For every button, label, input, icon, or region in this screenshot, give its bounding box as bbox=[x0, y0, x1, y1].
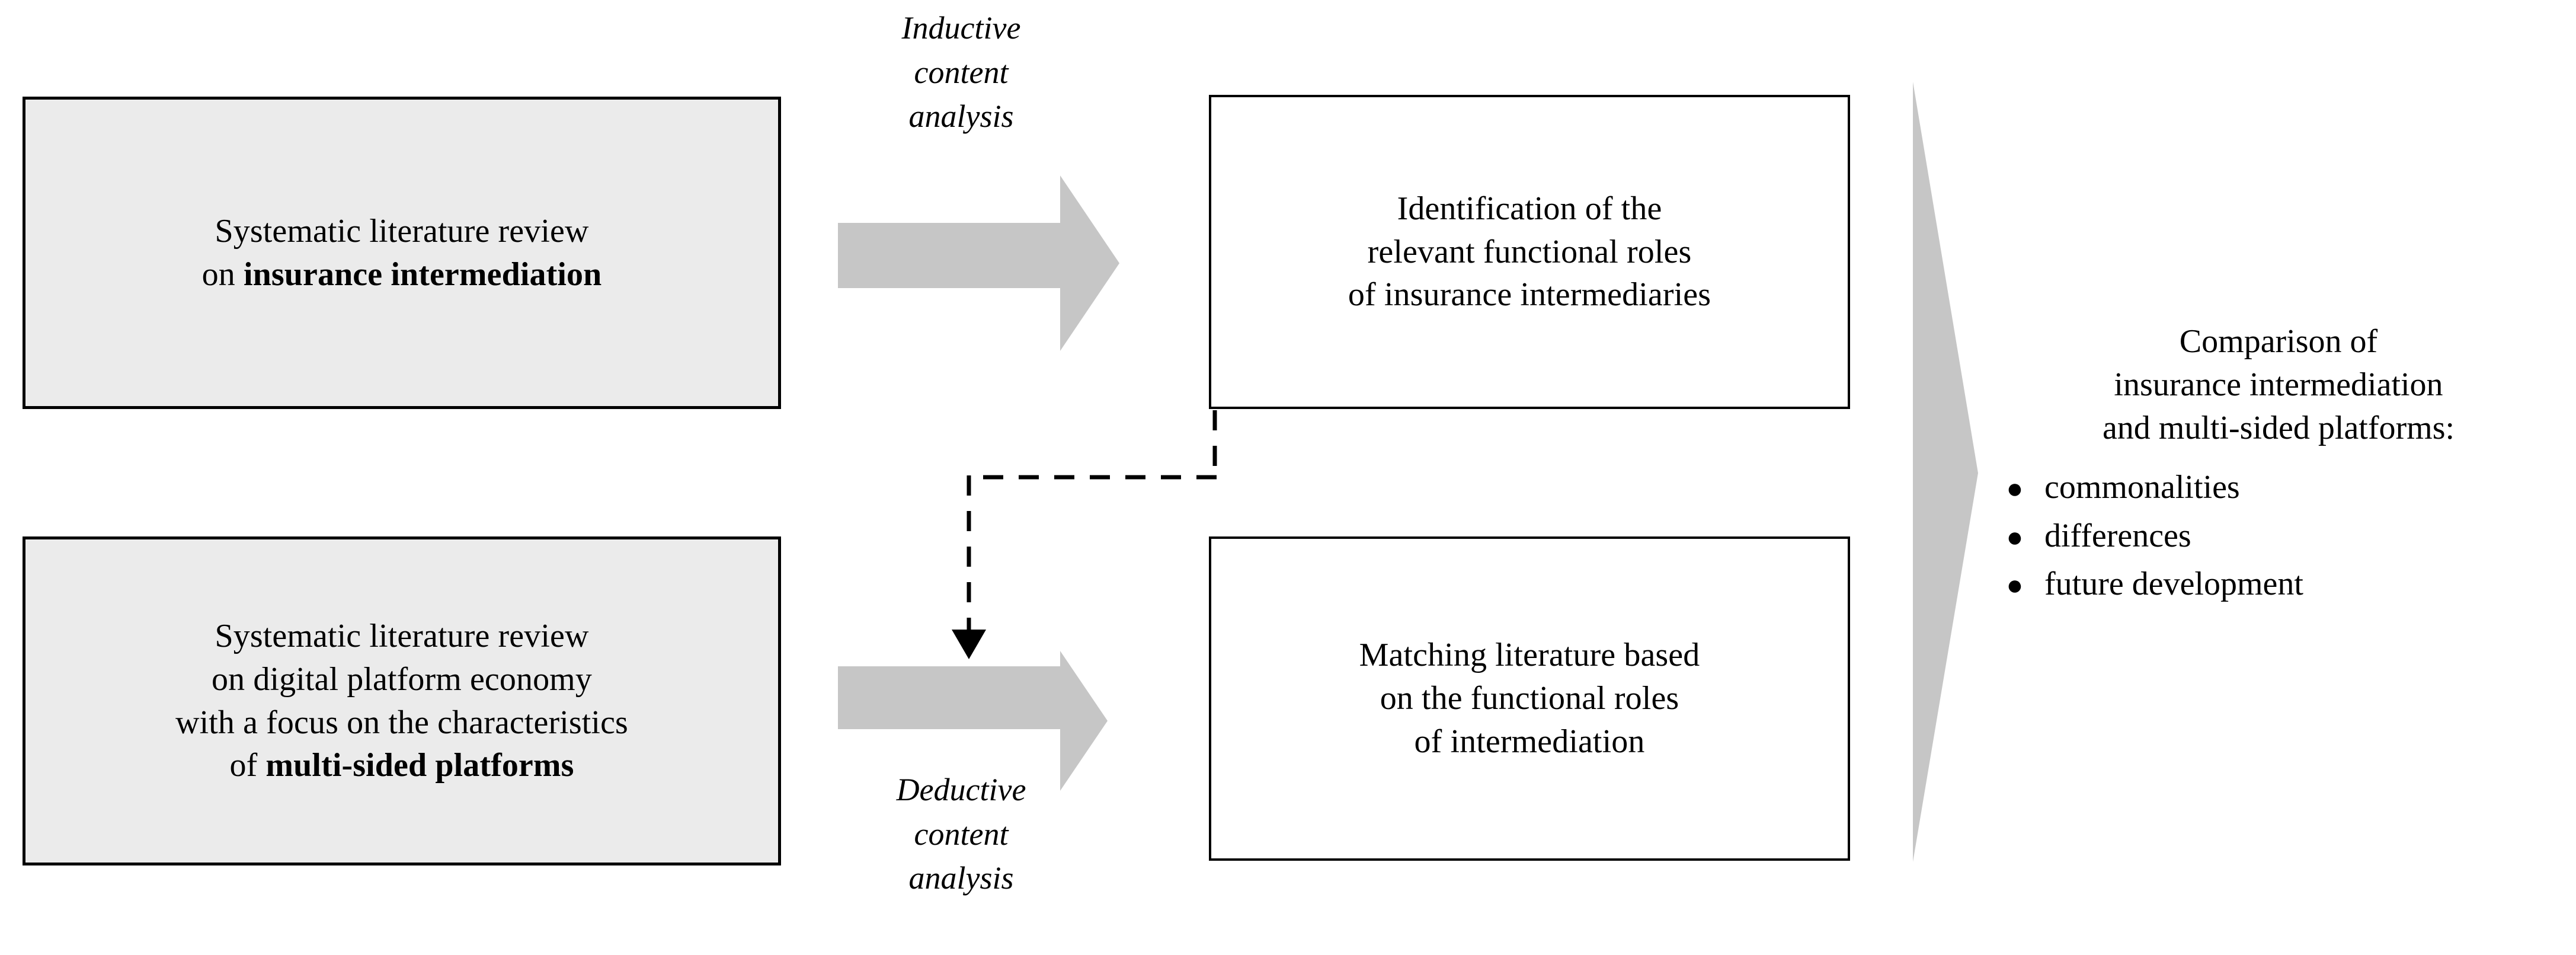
box-line-3: with a focus on the characteristics bbox=[175, 704, 628, 741]
box-line-4-prefix: of bbox=[229, 747, 266, 784]
feedback-dashed-connector bbox=[924, 397, 1256, 673]
box-line-2: relevant functional roles bbox=[1367, 233, 1692, 270]
inductive-content-analysis-arrow-icon bbox=[838, 175, 1122, 353]
box-text: Identification of the relevant functiona… bbox=[1333, 187, 1726, 317]
deductive-content-analysis-arrow-icon bbox=[838, 651, 1122, 793]
list-item: ● commonalities bbox=[1985, 465, 2572, 510]
bullet-label: commonalities bbox=[2044, 469, 2240, 506]
bullet-label: future development bbox=[2044, 565, 2303, 602]
box-line-2: on the functional roles bbox=[1380, 680, 1679, 717]
box-line-3: of insurance intermediaries bbox=[1348, 276, 1711, 314]
bullet-dot-icon: ● bbox=[2006, 521, 2024, 553]
box-identification-functional-roles: Identification of the relevant functiona… bbox=[1209, 95, 1850, 409]
box-text: Systematic literature review on insuranc… bbox=[187, 210, 617, 296]
box-text: Systematic literature review on digital … bbox=[160, 615, 644, 787]
bullet-dot-icon: ● bbox=[2006, 473, 2024, 505]
box-line-4-bold: multi-sided platforms bbox=[265, 747, 574, 784]
bullet-dot-icon: ● bbox=[2006, 569, 2024, 601]
conclusion-block: Comparison of insurance intermediation a… bbox=[1985, 320, 2572, 609]
box-line-2: on digital platform economy bbox=[212, 660, 592, 698]
caption-deductive-content-analysis: Deductive content analysis bbox=[896, 772, 1026, 896]
box-matching-literature: Matching literature based on the functio… bbox=[1209, 536, 1850, 861]
box-line-2-bold: insurance intermediation bbox=[243, 255, 602, 293]
bullet-label: differences bbox=[2044, 517, 2191, 554]
list-item: ● differences bbox=[1985, 513, 2572, 559]
box-line-1: Identification of the bbox=[1397, 190, 1662, 227]
box-line-1: Systematic literature review bbox=[215, 617, 589, 654]
conclusion-bullet-list: ● commonalities ● differences ● future d… bbox=[1985, 465, 2572, 607]
box-line-1: Systematic literature review bbox=[215, 212, 589, 250]
caption-inductive-content-analysis: Inductive content analysis bbox=[901, 10, 1021, 135]
box-text: Matching literature based on the functio… bbox=[1344, 634, 1716, 763]
box-line-3: of intermediation bbox=[1414, 723, 1645, 760]
box-line-1: Matching literature based bbox=[1359, 637, 1700, 674]
box-systematic-literature-review-insurance: Systematic literature review on insuranc… bbox=[23, 97, 781, 409]
comparison-chevron-arrow-icon bbox=[1908, 82, 1985, 867]
list-item: ● future development bbox=[1985, 561, 2572, 607]
conclusion-headline: Comparison of insurance intermediation a… bbox=[2102, 323, 2455, 446]
box-systematic-literature-review-platform-economy: Systematic literature review on digital … bbox=[23, 536, 781, 865]
box-line-2-prefix: on bbox=[201, 255, 244, 293]
